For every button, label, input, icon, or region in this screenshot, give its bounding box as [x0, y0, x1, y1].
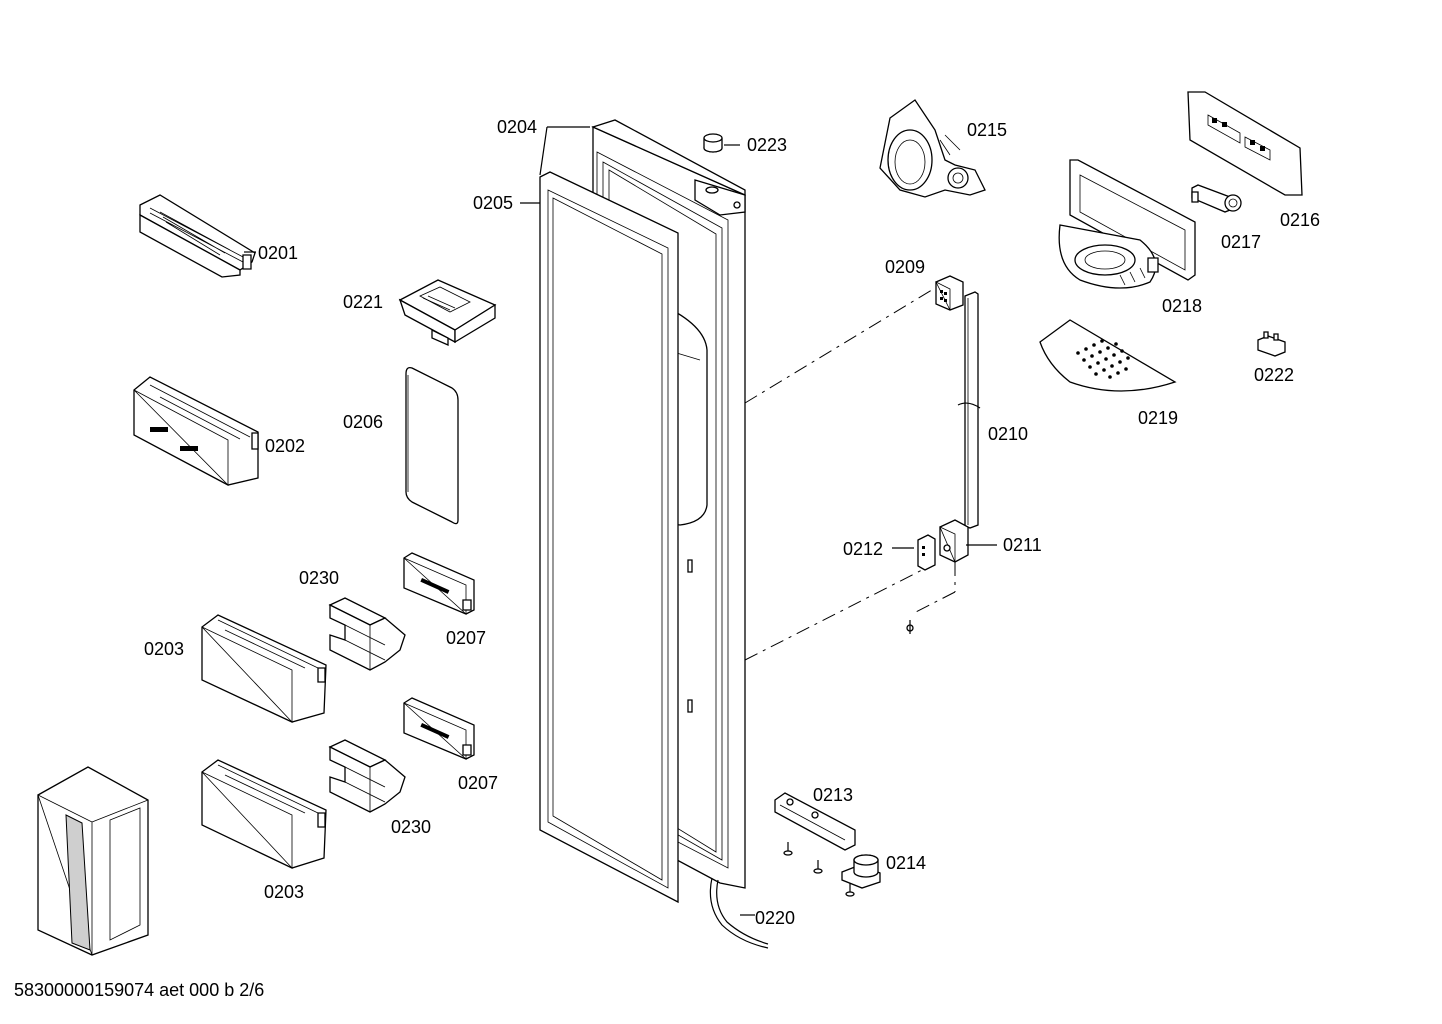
clip-part-lower: [404, 698, 474, 759]
leader-lines: [244, 127, 997, 915]
label-0221: 0221: [343, 292, 384, 312]
door-bin-lower: [202, 760, 326, 868]
door-gasket-part: [540, 172, 678, 902]
label-0204: 0204: [497, 117, 538, 137]
hinge-block-bottom: [940, 520, 968, 562]
door-bin-upper: [202, 615, 326, 722]
dispenser-motor-part: [880, 100, 985, 197]
label-0215: 0215: [967, 120, 1008, 140]
drawing-reference-footer: 58300000159074 aet 000 b 2/6: [14, 980, 265, 1000]
shelf-bin-large: [134, 377, 258, 485]
label-0207-lower: 0207: [458, 773, 499, 793]
vertical-strip-part: [958, 292, 980, 528]
label-0230-upper: 0230: [299, 568, 340, 588]
panel-cover-part: [406, 368, 458, 524]
label-0213: 0213: [813, 785, 854, 805]
label-0210: 0210: [988, 424, 1029, 444]
plug-part: [704, 134, 722, 152]
rail-part-upper: [330, 598, 405, 670]
label-0223: 0223: [747, 135, 788, 155]
label-0203-lower: 0203: [264, 882, 305, 902]
hinge-block-top: [936, 276, 963, 310]
label-0203-upper: 0203: [144, 639, 185, 659]
label-0202: 0202: [265, 436, 306, 456]
fridge-location-icon: [38, 767, 148, 955]
screw-icons: [784, 842, 854, 896]
clip-part-upper: [404, 553, 474, 614]
chute-frame-part: [1059, 160, 1195, 288]
label-0218: 0218: [1162, 296, 1203, 316]
label-0209: 0209: [885, 257, 926, 277]
label-0220: 0220: [755, 908, 796, 928]
label-0207-upper: 0207: [446, 628, 487, 648]
label-0205: 0205: [473, 193, 514, 213]
rail-part-lower: [330, 740, 405, 812]
label-0219: 0219: [1138, 408, 1179, 428]
connector-part: [1258, 332, 1285, 356]
control-board-part: [1188, 92, 1302, 195]
label-0212: 0212: [843, 539, 884, 559]
label-0217: 0217: [1221, 232, 1262, 252]
hinge-plate-part: [775, 793, 855, 850]
label-0216: 0216: [1280, 210, 1321, 230]
label-0201: 0201: [258, 243, 299, 263]
label-0222: 0222: [1254, 365, 1295, 385]
label-0214: 0214: [886, 853, 927, 873]
hinge-pin-part: [842, 855, 880, 888]
label-0230-lower: 0230: [391, 817, 432, 837]
label-0211: 0211: [1003, 535, 1042, 555]
drip-grille-part: [1040, 320, 1175, 391]
label-0206: 0206: [343, 412, 384, 432]
small-hinge-block: [907, 535, 935, 634]
switch-part: [1192, 185, 1241, 212]
shelf-bin-small: [140, 195, 255, 277]
dispenser-cap-part: [400, 280, 495, 345]
